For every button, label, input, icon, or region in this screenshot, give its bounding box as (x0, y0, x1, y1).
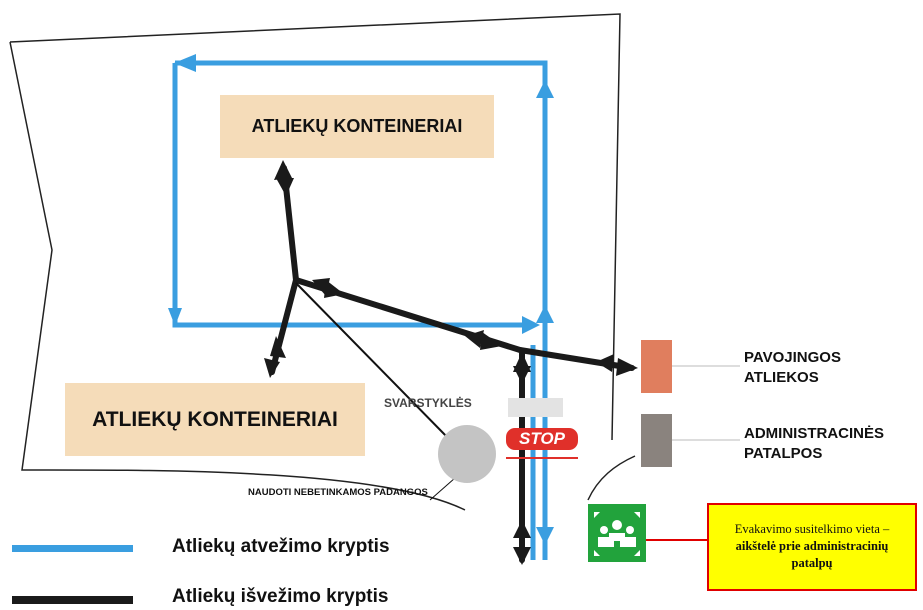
container-zone-top-label: ATLIEKŲ KONTEINERIAI (251, 116, 463, 136)
admin-building-box (641, 414, 672, 467)
removal-arrowheads (264, 160, 638, 565)
tyres-caption-pointer (429, 477, 456, 501)
site-boundary (9, 13, 621, 511)
admin-line2: PATALPOS (744, 445, 823, 462)
evacuation-note: Evakavimo susitelkimo vieta – aikštelė p… (707, 503, 917, 591)
evac-line3: patalpų (791, 556, 833, 570)
legend-delivery-swatch (12, 545, 133, 552)
container-zone-bottom (65, 383, 365, 456)
admin-building-label: ADMINISTRACINĖS PATALPOS (744, 424, 884, 464)
evac-line2: aikštelė prie administracinių (735, 539, 889, 553)
tyres-label: NAUDOTI NEBETINKAMOS PADANGOS (248, 487, 428, 498)
hazardous-waste-box (641, 340, 672, 393)
container-zone-top (220, 95, 494, 158)
stop-sign-text: STOP (519, 429, 565, 448)
admin-line1: ADMINISTRACINĖS (744, 425, 885, 442)
hazardous-waste-label: PAVOJINGOS ATLIEKOS (744, 348, 841, 388)
legend-removal-label: Atliekų išvežimo kryptis (172, 586, 389, 607)
scale-pad (508, 398, 563, 417)
tyres-zone (438, 425, 496, 483)
legend-delivery-label: Atliekų atvežimo kryptis (172, 536, 390, 557)
tyres-pointer (295, 282, 451, 441)
scale-label: SVARSTYKLĖS (384, 396, 472, 410)
boundary-curve-right (587, 455, 636, 501)
evac-line1: Evakavimo susitelkimo vieta – (734, 522, 890, 536)
hazardous-line2: ATLIEKOS (744, 369, 819, 386)
delivery-arrowheads (168, 54, 554, 545)
container-zone-bottom-label: ATLIEKŲ KONTEINERIAI (92, 407, 338, 431)
stop-sign (506, 428, 578, 459)
assembly-point-icon (588, 504, 646, 562)
removal-route (269, 165, 635, 563)
hazardous-line1: PAVOJINGOS (744, 349, 841, 366)
legend-removal-swatch (12, 596, 133, 604)
